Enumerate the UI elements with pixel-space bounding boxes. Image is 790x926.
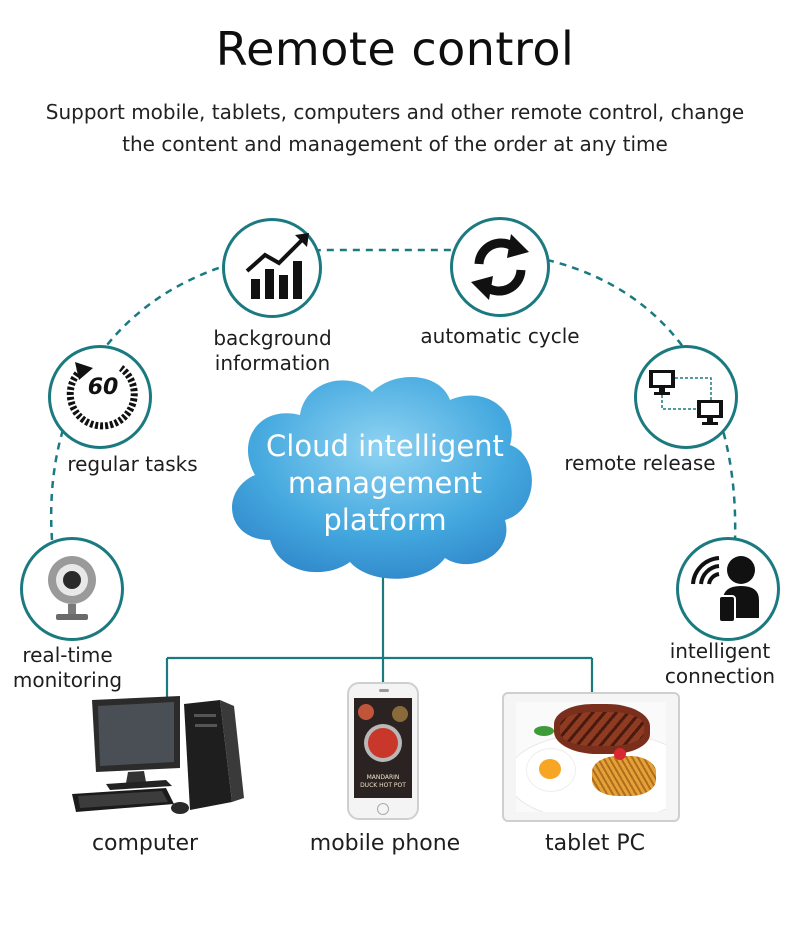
webcam-icon bbox=[48, 556, 96, 620]
mobile-phone-label: mobile phone bbox=[309, 831, 461, 856]
automatic-cycle-node bbox=[450, 217, 550, 317]
regular-tasks-node: 60 bbox=[48, 345, 152, 449]
tomato bbox=[614, 748, 626, 760]
computer-label: computer bbox=[91, 831, 199, 856]
cloud-platform-label: Cloud intelligent management platform bbox=[245, 428, 525, 539]
refresh-cycle-icon bbox=[471, 234, 529, 300]
wireless-user-icon bbox=[691, 556, 759, 623]
automatic-cycle-label: automatic cycle bbox=[420, 324, 580, 348]
intelligent-connection-node bbox=[676, 537, 780, 641]
bar-chart-growth-icon bbox=[245, 233, 309, 299]
subtitle-line-2: the content and management of the order … bbox=[122, 132, 668, 156]
desktop-computer-icon bbox=[72, 696, 244, 814]
background-information-label: background information bbox=[213, 326, 332, 375]
tablet-device bbox=[502, 692, 680, 822]
cloud-line-2: management bbox=[287, 466, 483, 500]
svg-text:60: 60 bbox=[88, 375, 119, 400]
phone-speaker bbox=[379, 689, 389, 692]
timer-60-icon: 60 bbox=[66, 362, 138, 430]
tablet-screen bbox=[516, 702, 666, 812]
hot-pot-bowl bbox=[364, 724, 402, 762]
background-information-node bbox=[222, 218, 322, 318]
subtitle-line-1: Support mobile, tablets, computers and o… bbox=[45, 100, 745, 124]
phone-screen: MANDARIN DUCK HOT POT bbox=[354, 698, 412, 798]
cloud-shape bbox=[232, 377, 532, 579]
page-subtitle: Support mobile, tablets, computers and o… bbox=[20, 96, 770, 160]
mobile-phone-device: MANDARIN DUCK HOT POT bbox=[347, 682, 419, 820]
cloud-line-3: platform bbox=[323, 503, 447, 537]
phone-home-button bbox=[377, 803, 389, 815]
phone-screen-caption: MANDARIN DUCK HOT POT bbox=[360, 774, 406, 789]
real-time-monitoring-label: real-time monitoring bbox=[12, 643, 123, 692]
cloud-line-1: Cloud intelligent bbox=[266, 429, 504, 463]
page-title: Remote control bbox=[215, 22, 575, 76]
fried-egg bbox=[526, 748, 576, 792]
real-time-monitoring-node bbox=[20, 537, 124, 641]
connected-monitors-icon bbox=[649, 370, 723, 425]
food-dish-2 bbox=[392, 706, 408, 722]
tablet-pc-label: tablet PC bbox=[545, 831, 645, 856]
remote-release-node bbox=[634, 345, 738, 449]
greens bbox=[534, 726, 554, 736]
remote-release-label: remote release bbox=[564, 451, 716, 475]
intelligent-connection-label: intelligent connection bbox=[664, 639, 776, 688]
regular-tasks-label: regular tasks bbox=[67, 452, 198, 476]
noodles bbox=[592, 756, 656, 796]
food-dish-1 bbox=[358, 704, 374, 720]
